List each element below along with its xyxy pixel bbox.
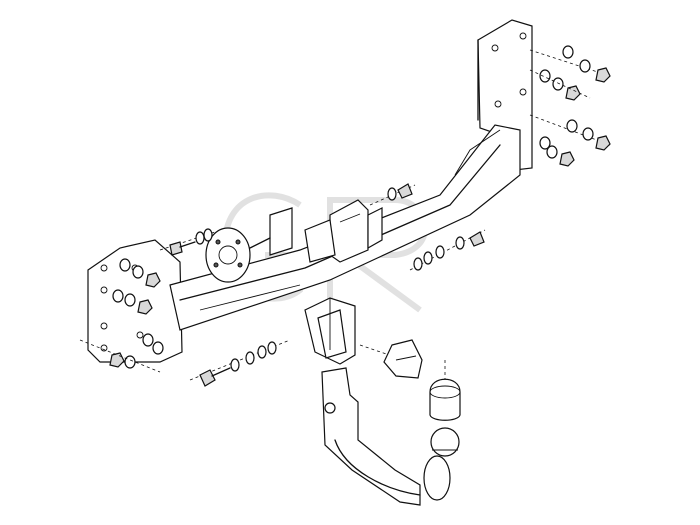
electrical-connector: [359, 339, 423, 379]
tow-ball-cap: [429, 378, 461, 421]
tow-ball-neck: [321, 367, 451, 506]
bolt-set-top-center: [369, 183, 416, 206]
right-lower-hardware: [529, 114, 611, 167]
left-plate-hardware: [79, 258, 164, 373]
right-upper-hardware: [529, 45, 611, 101]
bolt-set-lower-left: [189, 339, 291, 387]
center-bracket: [304, 199, 383, 263]
ball-mount-bracket: [304, 297, 356, 365]
bolt-set-upper-left: [159, 228, 216, 256]
socket-plate: [205, 207, 293, 283]
bolt-set-center-right: [409, 229, 486, 271]
